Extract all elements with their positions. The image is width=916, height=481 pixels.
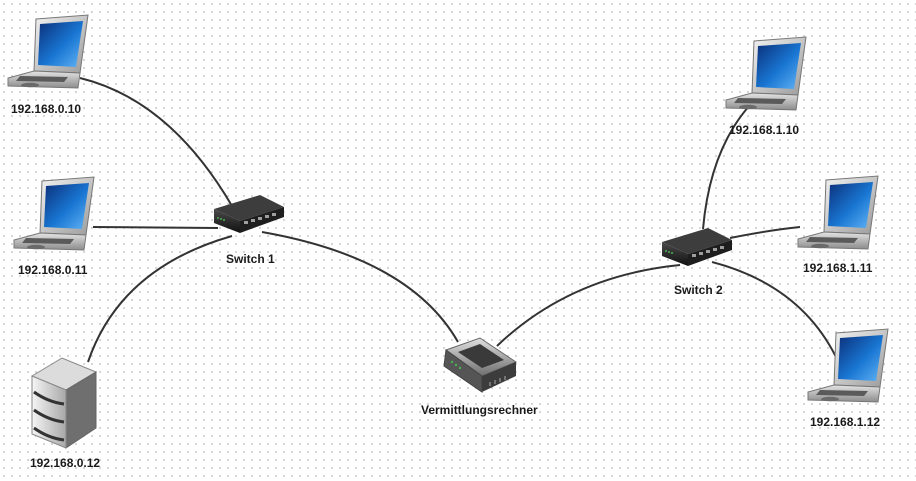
node-label-laptop-b: 192.168.0.11: [18, 263, 88, 277]
link-switch-2-laptop-e: [729, 226, 801, 239]
server-icon[interactable]: [30, 357, 98, 449]
node-label-laptop-d: 192.168.1.10: [729, 123, 800, 137]
router-icon[interactable]: [443, 337, 518, 393]
connections: [79, 77, 837, 363]
link-switch-1-router: [261, 231, 459, 343]
node-label-laptop-a: 192.168.0.10: [11, 102, 82, 116]
link-switch-2-laptop-d: [702, 104, 751, 230]
node-label-laptop-f: 192.168.1.12: [810, 415, 881, 429]
switch-icon[interactable]: [214, 195, 284, 233]
link-laptop-a-switch-1: [79, 77, 233, 207]
node-label-server-c: 192.168.0.12: [30, 456, 101, 470]
link-laptop-b-switch-1: [92, 226, 219, 229]
node-label-switch-1: Switch 1: [226, 252, 275, 266]
laptop-icon[interactable]: [797, 175, 879, 250]
laptop-icon[interactable]: [807, 328, 889, 403]
node-label-router: Vermittlungsrechner: [421, 403, 538, 417]
node-label-laptop-e: 192.168.1.11: [803, 261, 873, 275]
laptop-icon[interactable]: [13, 176, 95, 251]
switch-icon[interactable]: [662, 228, 732, 266]
link-router-switch-2: [496, 264, 681, 347]
node-label-switch-2: Switch 2: [674, 283, 723, 297]
laptop-icon[interactable]: [725, 36, 807, 111]
link-switch-2-laptop-f: [711, 261, 837, 358]
laptop-icon[interactable]: [7, 14, 89, 89]
link-server-c-switch-1: [87, 235, 233, 363]
